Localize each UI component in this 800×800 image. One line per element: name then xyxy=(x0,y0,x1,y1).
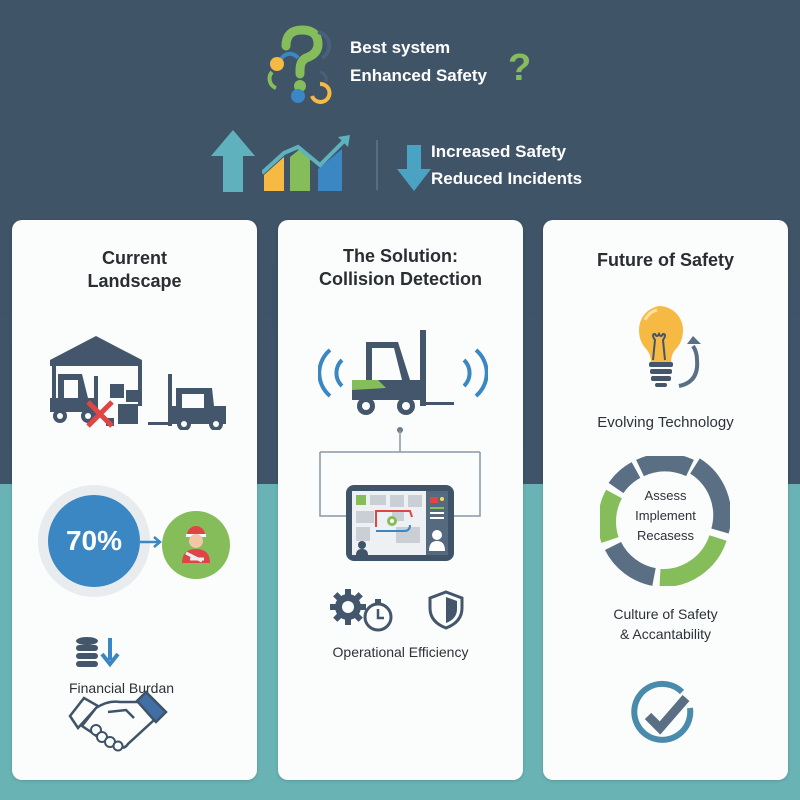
label-operational-efficiency: Operational Efficiency xyxy=(332,644,469,660)
tablet-map-icon xyxy=(346,485,454,561)
cycle-step-reassess: Recasess xyxy=(636,528,695,543)
handshake-icon xyxy=(68,688,172,752)
card-title: Future of Safety xyxy=(596,250,734,270)
warehouse-forklift-collision-icon xyxy=(48,332,228,430)
injured-worker-icon xyxy=(162,511,230,579)
stat-circle: 70% xyxy=(48,495,140,587)
card-title-line-1: Current xyxy=(101,248,167,268)
label-evolving-technology: Evolving Technology xyxy=(597,414,734,431)
header-line-2: Enhanced Safety xyxy=(350,66,487,85)
card-title-line-2: Collision Detection xyxy=(318,269,482,289)
header-line-1: Best system xyxy=(350,38,451,57)
metric-increased-safety: Increased Safety xyxy=(431,142,567,161)
card-solution: The Solution: Collision Detection xyxy=(68,220,523,780)
down-arrow-icon xyxy=(397,145,431,191)
cycle-diagram xyxy=(600,456,730,586)
gear-stopwatch-icon xyxy=(330,589,396,633)
coin-stack-icon xyxy=(76,636,128,672)
question-mark-icon: ? xyxy=(508,47,532,89)
growth-chart-icon xyxy=(262,135,352,191)
label-culture-line-2: & Accantability xyxy=(619,626,712,642)
card-current-landscape: Current Landscape xyxy=(12,220,257,780)
lightbulb-icon xyxy=(635,304,719,394)
cycle-step-implement: Implement xyxy=(635,508,696,523)
up-arrow-icon xyxy=(211,130,255,192)
metric-reduced-incidents: Reduced Incidents xyxy=(431,169,583,188)
divider xyxy=(376,140,378,190)
stat-value: 70% xyxy=(65,525,123,556)
card-future: Future of Safety Evolving Technology Ass… xyxy=(543,220,788,780)
cycle-step-assess: Assess xyxy=(644,488,687,503)
sensor-forklift-icon xyxy=(318,328,488,420)
card-title-line-2: Landscape xyxy=(87,271,182,291)
arrow-right-icon xyxy=(140,536,164,548)
header-question-cluster-icon xyxy=(258,24,338,104)
card-title-line-1: The Solution: xyxy=(343,246,458,266)
checkmark-circle-icon xyxy=(630,680,700,750)
label-culture-line-1: Culture of Safety xyxy=(613,606,718,622)
shield-icon xyxy=(428,590,464,630)
